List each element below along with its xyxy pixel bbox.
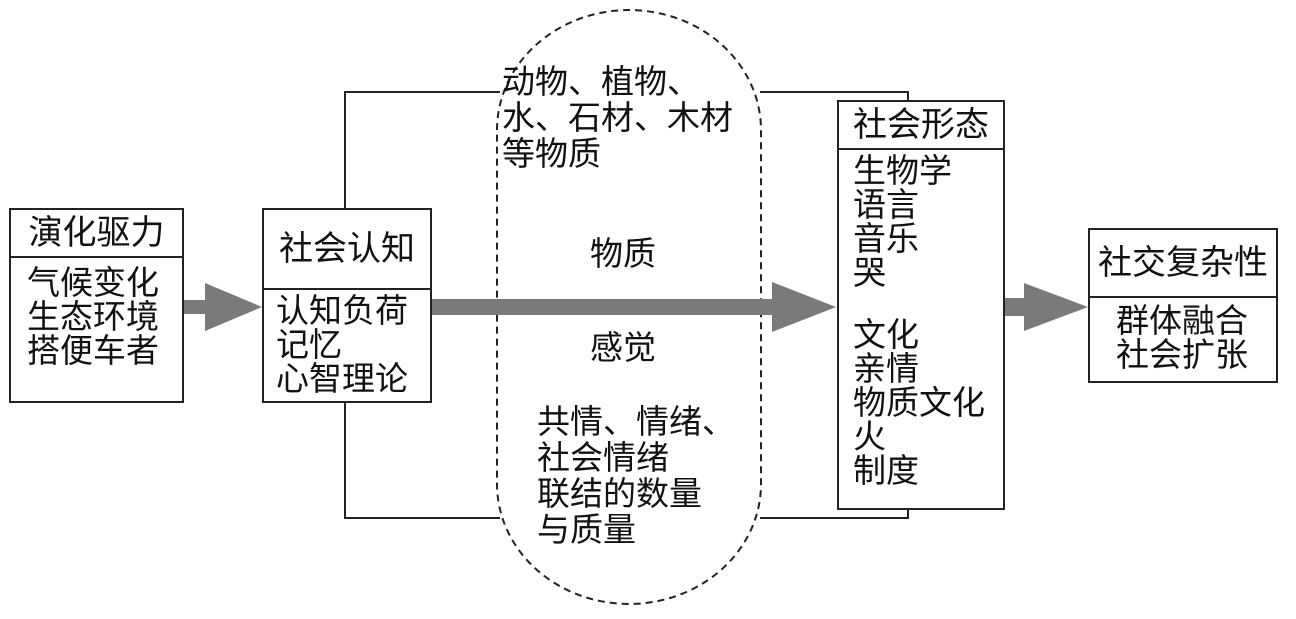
social-form-title: 社会形态 <box>839 102 1003 150</box>
social-complexity-items: 群体融合 社会扩张 <box>1090 298 1276 372</box>
material-example-line: 水、石材、木材 <box>502 98 733 137</box>
evolution-item: 生态环境 <box>27 297 159 336</box>
evolution-item: 搭便车者 <box>27 331 159 370</box>
cognition-item: 记忆 <box>276 325 342 364</box>
material-examples: 动物、植物、 水、石材、木材 等物质 <box>502 64 733 172</box>
arrow-evolution-to-cognition <box>183 283 262 331</box>
material-label: 物质 <box>590 234 656 273</box>
feeling-examples: 共情、情绪、 社会情绪 联结的数量 与质量 <box>537 404 735 548</box>
feeling-example-line: 社会情绪 <box>537 438 669 477</box>
social-form-items: 生物学 语言 音乐 哭 文化 亲情 物质文化 火 制度 <box>839 150 1003 488</box>
feeling-example-line: 与质量 <box>537 510 636 549</box>
social-form-item: 音乐 <box>853 219 919 258</box>
social-form-item: 生物学 <box>853 151 952 190</box>
social-complexity-title: 社交复杂性 <box>1090 230 1276 298</box>
top-bracket-line <box>344 91 909 208</box>
social-cognition-items: 认知负荷 记忆 心智理论 <box>264 290 430 396</box>
bottom-bracket-line <box>344 402 909 519</box>
group-spacer <box>853 290 997 318</box>
social-form-item: 火 <box>853 417 886 456</box>
arrow-social-form-to-complexity <box>1004 283 1088 331</box>
social-form-box: 社会形态 生物学 语言 音乐 哭 文化 亲情 物质文化 火 制度 <box>837 100 1005 510</box>
material-example-line: 动物、植物、 <box>502 62 700 101</box>
social-cognition-box: 社会认知 认知负荷 记忆 心智理论 <box>262 208 432 403</box>
social-complexity-box: 社交复杂性 群体融合 社会扩张 <box>1088 228 1278 383</box>
complexity-item: 社会扩张 <box>1116 335 1248 374</box>
evolution-item: 气候变化 <box>27 263 159 302</box>
dashed-oval <box>496 9 762 605</box>
social-form-item: 制度 <box>853 451 919 490</box>
social-form-item: 文化 <box>853 315 919 354</box>
cognition-item: 心智理论 <box>276 359 408 398</box>
feeling-label: 感觉 <box>590 328 656 367</box>
material-example-line: 等物质 <box>502 134 601 173</box>
social-form-item: 亲情 <box>853 349 919 388</box>
social-cognition-title: 社会认知 <box>264 210 430 290</box>
social-form-item: 物质文化 <box>853 383 985 422</box>
cognition-item: 认知负荷 <box>276 291 408 330</box>
evolution-driver-box: 演化驱力 气候变化 生态环境 搭便车者 <box>9 208 184 403</box>
evolution-driver-title: 演化驱力 <box>11 210 182 258</box>
feeling-example-line: 联结的数量 <box>537 474 702 513</box>
feeling-example-line: 共情、情绪、 <box>537 402 735 441</box>
social-form-item: 语言 <box>853 185 919 224</box>
arrow-cognition-to-social-form <box>432 282 836 332</box>
complexity-item: 群体融合 <box>1116 301 1248 340</box>
social-form-item: 哭 <box>853 253 886 292</box>
evolution-driver-items: 气候变化 生态环境 搭便车者 <box>11 258 182 368</box>
